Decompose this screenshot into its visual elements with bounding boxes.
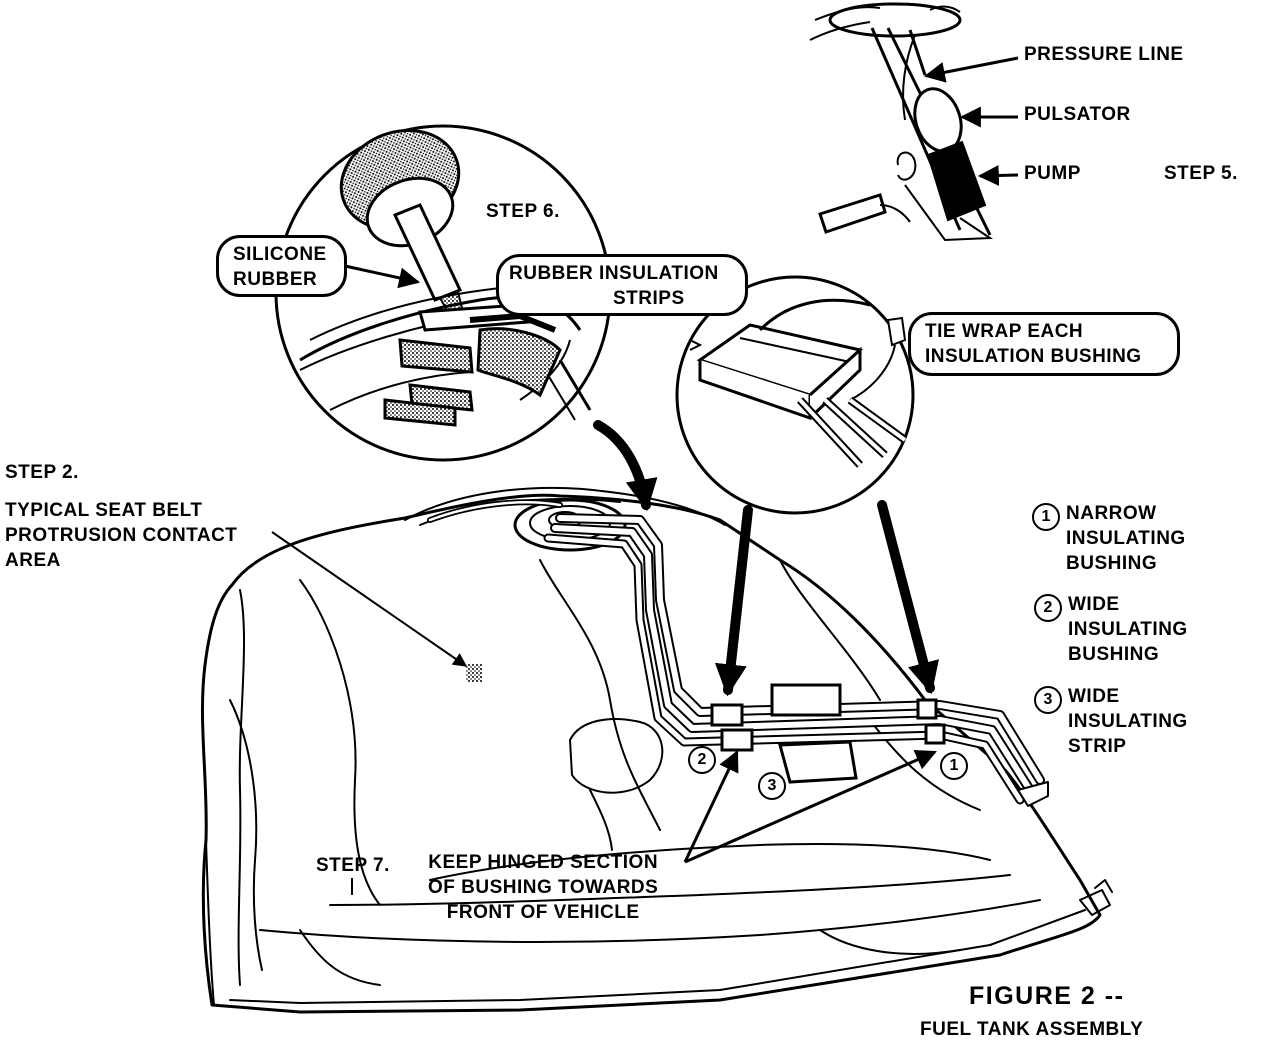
- arrow-hinge-narrow: [684, 750, 937, 864]
- seat-belt-contact-area: [466, 664, 482, 682]
- insulation-strips-line-1: RUBBER INSULATION: [509, 263, 719, 284]
- silicone-label-line-2: RUBBER: [233, 269, 318, 290]
- insulation-strips-line-2: STRIPS: [613, 288, 685, 309]
- narrow-bushing-bottom: [924, 723, 946, 745]
- silicone-rubber-callout: SILICONE RUBBER: [216, 235, 347, 297]
- pressure-line-label: PRESSURE LINE: [1024, 44, 1184, 65]
- pump-label: PUMP: [1024, 163, 1081, 184]
- step-2-label: STEP 2.: [5, 462, 79, 483]
- legend-1-line-3: BUSHING: [1066, 553, 1158, 574]
- arrow-silicone: [344, 264, 421, 289]
- marker-narrow-bushing: 1: [940, 752, 968, 780]
- keep-hinged-line-1: KEEP HINGED SECTION: [428, 852, 659, 873]
- arrow-detail-to-narrow-bushing: [877, 500, 939, 695]
- marker-wide-bushing: 2: [688, 746, 716, 774]
- seat-belt-label-line-1: TYPICAL SEAT BELT: [5, 500, 203, 521]
- tie-wrap-detail: [675, 275, 915, 515]
- wide-bushing-top: [710, 703, 744, 727]
- wide-bushing-bottom: [720, 728, 754, 752]
- legend-3-line-2: INSULATING: [1068, 711, 1188, 732]
- keep-hinged-label: KEEP HINGED SECTION OF BUSHING TOWARDS F…: [428, 850, 658, 925]
- step-7-label: STEP 7.: [316, 855, 390, 876]
- rubber-insulation-strips-callout: RUBBER INSULATION STRIPS: [496, 254, 748, 316]
- legend-2-line-3: BUSHING: [1068, 644, 1160, 665]
- figure-title: FIGURE 2 --: [969, 982, 1125, 1010]
- seat-belt-label-line-2: PROTRUSION CONTACT: [5, 525, 238, 546]
- silicone-label-line-1: SILICONE: [233, 244, 327, 265]
- arrow-step6-to-tank: [593, 420, 658, 512]
- marker-wide-strip: 3: [758, 772, 786, 800]
- tie-wrap-callout: TIE WRAP EACH INSULATION BUSHING: [908, 312, 1180, 376]
- arrow-detail-to-wide-bushing: [714, 505, 753, 697]
- seat-belt-contact-label: TYPICAL SEAT BELT PROTRUSION CONTACT ARE…: [5, 498, 237, 573]
- pulsator-label: PULSATOR: [1024, 104, 1131, 125]
- figure-subtitle: FUEL TANK ASSEMBLY: [920, 1019, 1144, 1040]
- step-6-detail: [274, 124, 612, 462]
- tie-wrap-line-1: TIE WRAP EACH: [925, 321, 1084, 342]
- legend-1-line-2: INSULATING: [1066, 528, 1186, 549]
- narrow-bushing-top: [916, 698, 938, 720]
- fuel-pump-assembly: [809, 2, 994, 242]
- tie-wrap-line-2: INSULATION BUSHING: [925, 346, 1142, 367]
- insulating-bushings: [710, 698, 946, 752]
- legend-text-1: NARROW INSULATING BUSHING: [1066, 501, 1186, 576]
- legend-2-line-1: WIDE: [1068, 594, 1120, 615]
- legend-3-line-1: WIDE: [1068, 686, 1120, 707]
- arrow-seat-belt: [271, 531, 468, 667]
- legend-number-1: 1: [1032, 503, 1060, 531]
- legend-2-line-2: INSULATING: [1068, 619, 1188, 640]
- leader-arrows: [271, 56, 1019, 864]
- wide-insulating-strip: [770, 683, 858, 784]
- legend-1-line-1: NARROW: [1066, 503, 1157, 524]
- legend-number-3: 3: [1034, 686, 1062, 714]
- legend-3-line-3: STRIP: [1068, 736, 1127, 757]
- keep-hinged-line-3: FRONT OF VEHICLE: [446, 902, 640, 923]
- fuel-lines: [427, 499, 1049, 807]
- keep-hinged-line-2: OF BUSHING TOWARDS: [428, 877, 659, 898]
- legend-number-2: 2: [1034, 594, 1062, 622]
- step-5-label: STEP 5.: [1164, 163, 1238, 184]
- legend-text-2: WIDE INSULATING BUSHING: [1068, 592, 1188, 667]
- large-arrows: [593, 420, 939, 697]
- seat-belt-label-line-3: AREA: [5, 550, 61, 571]
- legend-text-3: WIDE INSULATING STRIP: [1068, 684, 1188, 759]
- arrow-pump: [977, 165, 1019, 186]
- step-6-label: STEP 6.: [486, 201, 560, 222]
- arrow-pressure-line: [923, 56, 1019, 83]
- arrow-hinge-wide: [683, 750, 739, 863]
